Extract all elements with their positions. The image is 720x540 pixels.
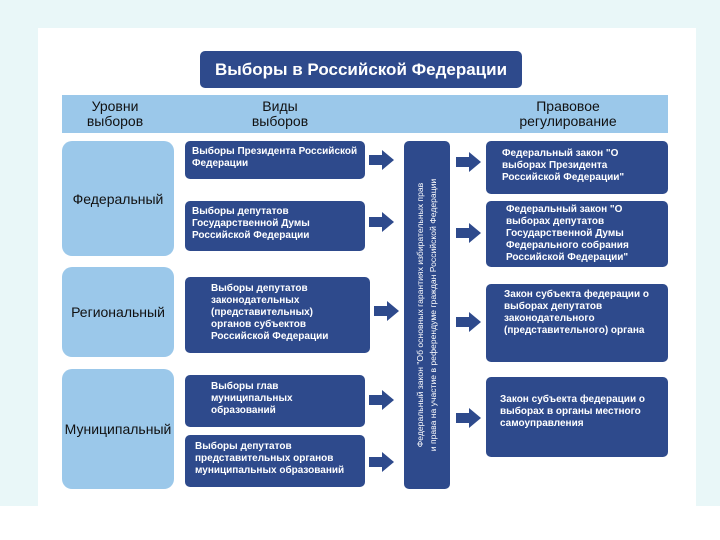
election-type-president: Выборы Президента Российской Федерации bbox=[185, 141, 365, 179]
law-regional: Закон субъекта федерации о выборах депут… bbox=[486, 284, 668, 362]
diagram-title: Выборы в Российской Федерации bbox=[200, 51, 522, 88]
central-law-line-1: Федеральный закон "Об основных гарантиях… bbox=[415, 182, 425, 448]
election-type-municipal-heads: Выборы глав муниципальных образований bbox=[185, 375, 365, 427]
header-levels: Уровни выборов bbox=[86, 98, 144, 129]
level-federal: Федеральный bbox=[62, 141, 174, 256]
top-band bbox=[0, 0, 720, 28]
bottom-band bbox=[0, 506, 720, 540]
election-type-municipal-deputies: Выборы депутатов представительных органо… bbox=[185, 435, 365, 487]
header-bar: Уровни выборов Виды выборов Правовое рег… bbox=[62, 95, 668, 133]
central-federal-law: Федеральный закон "Об основных гарантиях… bbox=[404, 141, 450, 489]
central-law-line-2: и права на участие в референдуме граждан… bbox=[428, 178, 438, 452]
election-type-regional-deputies: Выборы депутатов законодательных (предст… bbox=[185, 277, 370, 353]
level-regional: Региональный bbox=[62, 267, 174, 357]
level-municipal: Муниципальный bbox=[62, 369, 174, 489]
header-regulation: Правовое регулирование bbox=[519, 98, 617, 129]
law-president: Федеральный закон "О выборах Президента … bbox=[486, 141, 668, 194]
law-state-duma: Федеральный закон "О выборах депутатов Г… bbox=[486, 201, 668, 267]
law-municipal: Закон субъекта федерации о выборах в орг… bbox=[486, 377, 668, 457]
header-types: Виды выборов bbox=[251, 98, 309, 129]
election-type-state-duma: Выборы депутатов Государственной Думы Ро… bbox=[185, 201, 365, 251]
central-federal-law-text: Федеральный закон "Об основных гарантиях… bbox=[414, 145, 440, 485]
